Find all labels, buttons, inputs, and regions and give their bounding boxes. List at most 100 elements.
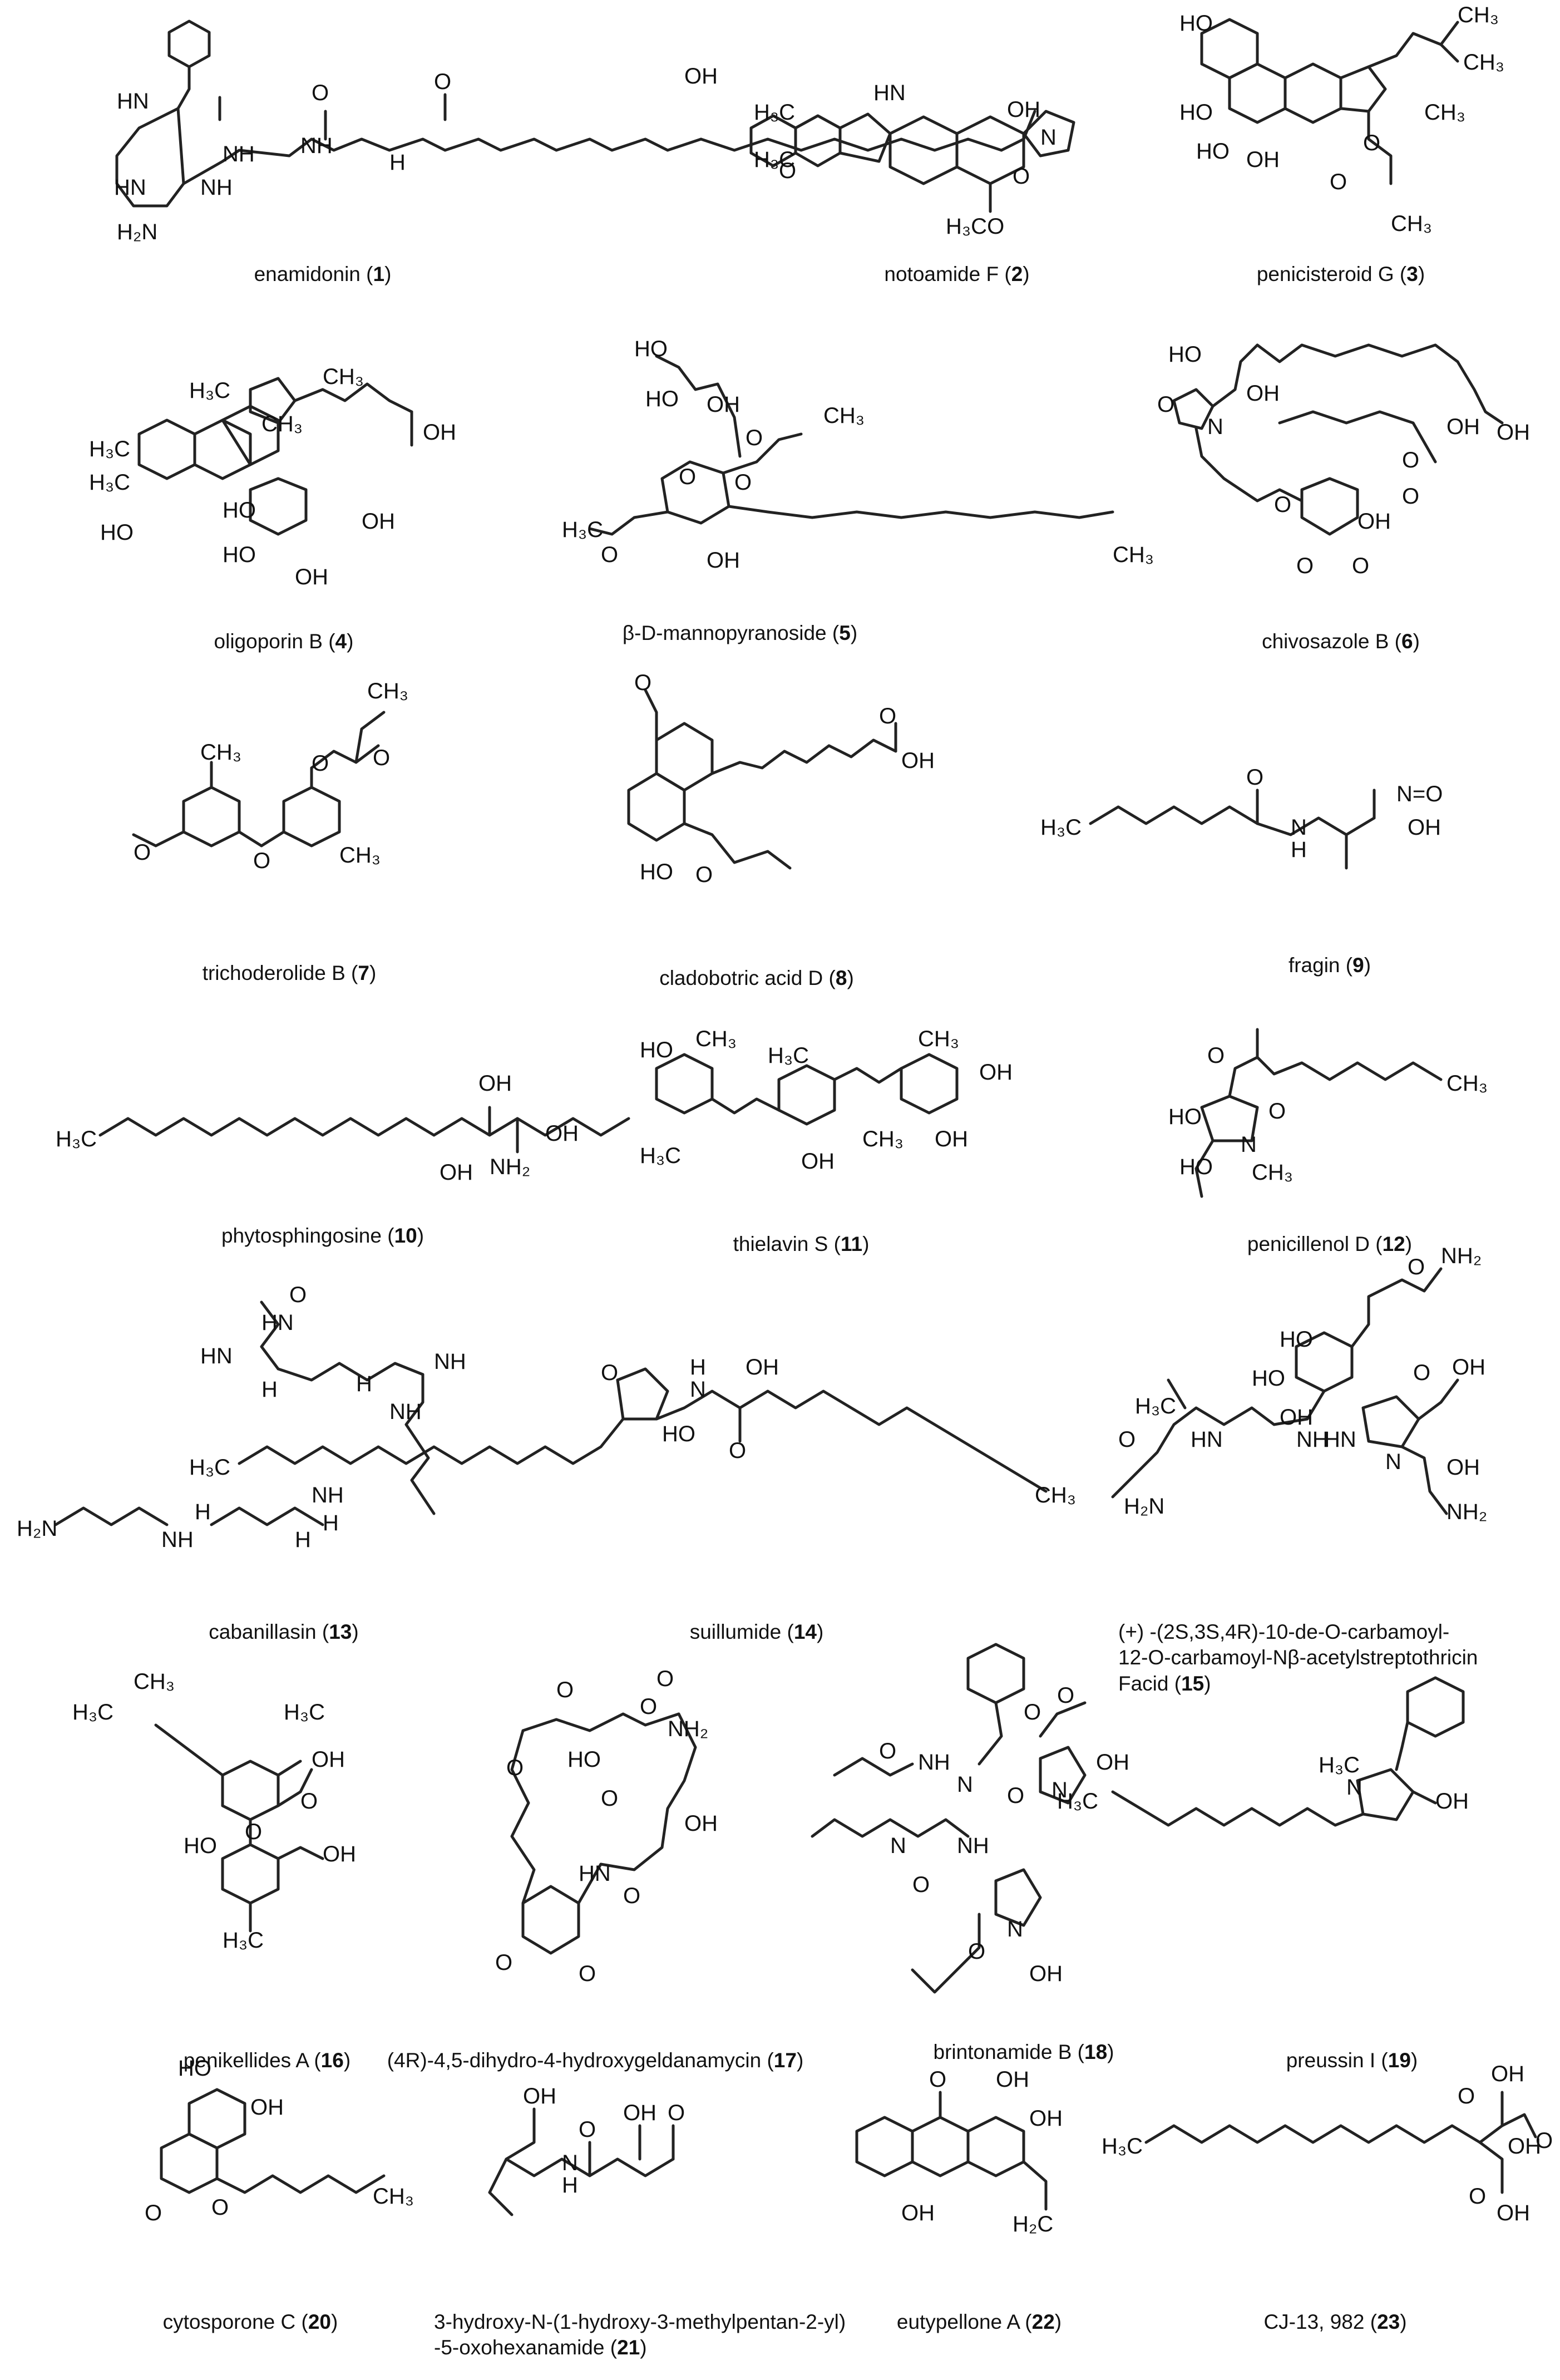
- structure-mannopyranoside: HO OH HO O O O O H₃C OH CH₃ CH₃: [562, 337, 1154, 573]
- atom-label: O: [1536, 2128, 1553, 2153]
- atom-label: OH: [935, 1127, 968, 1151]
- atom-label: HO: [640, 860, 673, 884]
- atom-label: H₃C: [89, 470, 130, 495]
- atom-label: O: [912, 1873, 930, 1897]
- caption-compound-3: penicisteroid G (3): [1256, 263, 1425, 285]
- caption-compound-22: eutypellone A (22): [896, 2310, 1062, 2333]
- compound-name-line2: 12-O-carbamoyl-Nβ-acetylstreptothricin: [1118, 1646, 1478, 1669]
- atom-label: CH₃: [823, 403, 865, 428]
- atom-label: NH: [389, 1400, 422, 1424]
- compound-name: phytosphingosine: [221, 1224, 382, 1247]
- atom-label: O: [300, 1789, 318, 1814]
- structure-geldanamycin: O O O O NH₂ HO O OH HN O O O: [495, 1667, 718, 1986]
- caption-compound-7: trichoderolide B (7): [202, 962, 377, 984]
- atom-label: OH: [362, 509, 395, 534]
- atom-label: NH: [434, 1349, 466, 1374]
- atom-label: HO: [634, 337, 668, 361]
- compound-name: chivosazole B: [1262, 630, 1389, 653]
- atom-label: OH: [323, 1842, 356, 1866]
- atom-label: HO: [223, 543, 256, 567]
- compound-name: suillumide: [689, 1620, 782, 1643]
- atom-label: O: [1363, 131, 1380, 155]
- atom-label: O: [695, 863, 713, 887]
- atom-label: HN: [114, 175, 146, 200]
- atom-label: OH: [440, 1160, 473, 1185]
- compound-number: 18: [1084, 2041, 1108, 2063]
- atom-label: O: [495, 1950, 512, 1975]
- atom-label: O: [668, 2101, 685, 2125]
- atom-label: N: [1241, 1132, 1257, 1157]
- compound-name: notoamide F: [884, 263, 999, 285]
- caption-compound-6: chivosazole B (6): [1262, 630, 1420, 653]
- atom-label: O: [729, 1438, 746, 1463]
- atom-label: OH: [1491, 2062, 1524, 2086]
- caption-compound-11: thielavin S (11): [733, 1233, 870, 1255]
- atom-label: O: [1352, 554, 1369, 578]
- atom-label: OH: [478, 1071, 512, 1096]
- atom-label: OH: [684, 64, 718, 88]
- compound-number: 11: [840, 1233, 863, 1255]
- atom-label: H₂N: [17, 1516, 57, 1541]
- atom-label: O: [1246, 765, 1263, 790]
- atom-label: NH: [223, 142, 255, 166]
- atom-label: N: [890, 1834, 906, 1858]
- atom-label: CH₃: [1391, 211, 1432, 236]
- atom-label: HO: [178, 2056, 211, 2081]
- structure-preussin-i: OH H₃C H₃C N OH: [1057, 1676, 1469, 1827]
- atom-label: OH: [1435, 1789, 1469, 1814]
- atom-label: N: [1346, 1775, 1362, 1800]
- atom-label: OH: [901, 2201, 935, 2225]
- caption-compound-9: fragin (9): [1288, 954, 1371, 977]
- atom-label: OH: [1096, 1750, 1129, 1775]
- atom-label: CH₃: [339, 843, 381, 868]
- compound-number: 17: [773, 2049, 797, 2072]
- structure-penikellides-a: H₃C CH₃ H₃C OH O O HO OH H₃C: [72, 1669, 356, 1953]
- atom-label: CH₃: [1458, 3, 1499, 27]
- atom-label: HO: [662, 1422, 695, 1446]
- atom-label: NH₂: [490, 1155, 530, 1179]
- atom-label: H₃C: [562, 518, 603, 542]
- compound-name: enamidonin: [254, 263, 361, 285]
- atom-label: O: [145, 2201, 162, 2225]
- atom-label: H: [1291, 837, 1307, 862]
- caption-compound-21: 3-hydroxy-N-(1-hydroxy-3-methylpentan-2-…: [434, 2310, 846, 2359]
- atom-label: O: [211, 2195, 229, 2220]
- atom-label: O: [1408, 1255, 1425, 1279]
- atom-label: O: [1024, 1700, 1041, 1724]
- atom-label: OH: [1408, 815, 1441, 840]
- atom-label: H: [389, 150, 406, 175]
- atom-label: OH: [523, 2084, 556, 2108]
- atom-label: OH: [1029, 1962, 1063, 1986]
- atom-label: H: [323, 1511, 339, 1535]
- atom-label: OH: [250, 2095, 284, 2120]
- compound-name: 3-hydroxy-N-(1-hydroxy-3-methylpentan-2-…: [434, 2310, 846, 2333]
- atom-label: OH: [1447, 1455, 1480, 1480]
- atom-label: O: [746, 426, 763, 450]
- atom-label: H₃C: [189, 1455, 230, 1480]
- compound-name: cladobotric acid D: [659, 967, 823, 989]
- caption-compound-14: suillumide (14): [689, 1620, 824, 1643]
- atom-label: HO: [1179, 11, 1213, 36]
- compound-number: 7: [358, 962, 369, 984]
- compound-number: 13: [329, 1620, 352, 1643]
- structure-penicillenol-d: CH₃ O HO HO O N CH₃: [1168, 1028, 1488, 1198]
- atom-label: O: [1013, 164, 1030, 189]
- atom-label: HO: [1196, 139, 1230, 164]
- atom-label: N: [957, 1772, 973, 1797]
- compound-number: 16: [320, 2049, 344, 2072]
- compound-name: oligoporin B: [214, 630, 323, 653]
- compound-name: trichoderolide B: [202, 962, 345, 984]
- atom-label: OH: [1280, 1405, 1313, 1430]
- atom-label: OH: [1497, 420, 1530, 445]
- caption-compound-1: enamidonin (1): [254, 263, 392, 285]
- atom-label: CH₃: [1113, 543, 1154, 567]
- compound-name: penicillenol D: [1247, 1233, 1370, 1255]
- atom-label: N: [1051, 1778, 1068, 1802]
- structure-suillumide: H₃C O H N HO O OH CH₃: [189, 1355, 1076, 1507]
- atom-label: N: [1291, 815, 1307, 840]
- atom-label: H₃C: [640, 1144, 681, 1168]
- caption-compound-16: penikellides A (16): [183, 2049, 351, 2072]
- atom-label: H₃C: [754, 147, 795, 172]
- atom-label: OH: [1246, 381, 1280, 406]
- atom-label: HO: [567, 1747, 601, 1772]
